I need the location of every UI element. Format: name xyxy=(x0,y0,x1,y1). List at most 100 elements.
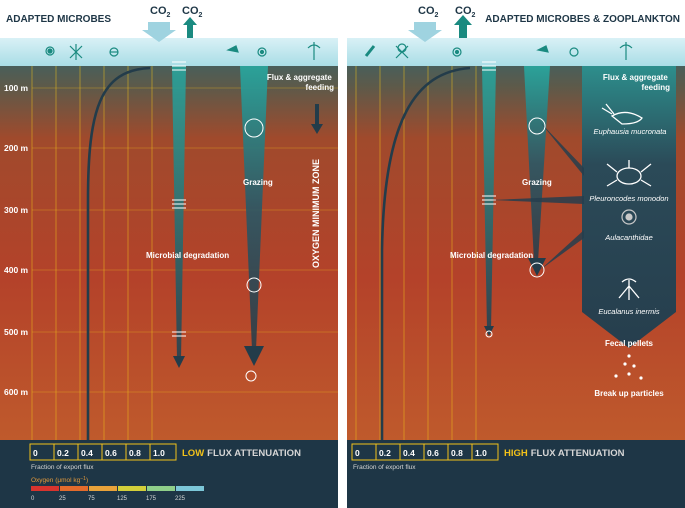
right-microbial-beam xyxy=(482,66,496,330)
species-label: Eucalanus inermis xyxy=(598,307,660,316)
left-co2-up-arrow xyxy=(183,17,197,38)
left-depth-labels: 100 m 200 m 300 m 400 m 500 m 600 m xyxy=(4,83,29,397)
depth-label: 300 m xyxy=(4,205,29,215)
oxygen-swatch xyxy=(89,486,117,491)
oxygen-swatch xyxy=(176,486,204,491)
right-surface-band xyxy=(347,38,685,66)
depth-label: 600 m xyxy=(4,387,29,397)
left-surface-band xyxy=(0,38,338,66)
right-feeding-wedges xyxy=(492,122,584,270)
right-microbial-label: Microbial degradation xyxy=(450,251,533,260)
left-flux-curve xyxy=(86,66,151,440)
depth-label: 100 m xyxy=(4,83,29,93)
depth-label: 500 m xyxy=(4,327,29,337)
left-microbial-label: Microbial degradation xyxy=(146,251,229,260)
flux-tick: 0.4 xyxy=(403,448,415,458)
oxygen-legend-values: 0 25 75 125 175 225 xyxy=(31,496,186,502)
right-flux-curve xyxy=(380,66,471,440)
right-flux-ticks: 0 0.2 0.4 0.6 0.8 1.0 xyxy=(355,448,487,458)
oxygen-value: 75 xyxy=(88,496,95,502)
flux-tick: 0 xyxy=(355,448,360,458)
left-microbial-arrowhead xyxy=(173,356,185,368)
flux-tick: 0.4 xyxy=(81,448,93,458)
species-label: Pleuroncodes monodon xyxy=(589,194,668,203)
right-flux-axis-box xyxy=(351,443,499,461)
left-flux-tick-dividers xyxy=(53,444,151,460)
flux-tick: 0.6 xyxy=(427,448,439,458)
oxygen-value: 0 xyxy=(31,496,35,502)
oxygen-value: 175 xyxy=(146,496,157,502)
left-down-arrow-head xyxy=(311,124,323,134)
left-omz-label: OXYGEN MINIMUM ZONE xyxy=(311,159,321,268)
copepod-icon xyxy=(618,278,640,300)
left-co2-label-1: CO2 xyxy=(150,5,171,19)
left-water-column xyxy=(0,38,338,440)
oxygen-legend-title: Oxygen (μmol kg−1) xyxy=(31,476,88,484)
crab-icon xyxy=(606,160,652,187)
left-co2-down-arrow xyxy=(142,22,176,42)
left-aggregates xyxy=(244,118,264,382)
oxygen-value: 225 xyxy=(175,496,186,502)
left-grazing-beam xyxy=(240,66,268,350)
species-label: Euphausia mucronata xyxy=(594,127,667,136)
oxygen-swatch xyxy=(118,486,146,491)
left-flux-axis-box xyxy=(29,443,177,461)
flux-tick: 0.8 xyxy=(451,448,463,458)
left-flux-ticks: 0 0.2 0.4 0.6 0.8 1.0 xyxy=(33,448,165,458)
right-co2-up-arrow xyxy=(454,15,472,38)
right-grazing-arrowhead xyxy=(528,258,546,276)
flux-tick: 0.6 xyxy=(105,448,117,458)
right-surface-organisms xyxy=(364,42,633,60)
right-co2-label-1: CO2 xyxy=(418,5,439,19)
oxygen-legend-swatches xyxy=(31,486,204,491)
right-grazing-label: Grazing xyxy=(522,178,552,187)
flux-tick: 0.2 xyxy=(57,448,69,458)
right-co2-down-arrow xyxy=(408,22,442,42)
left-surface-organisms xyxy=(45,42,321,60)
depth-label: 200 m xyxy=(4,143,29,153)
flux-tick: 0.2 xyxy=(379,448,391,458)
right-aggregates xyxy=(485,117,546,338)
left-grazing-label: Grazing xyxy=(243,178,273,187)
fecal-pellets-label: Fecal pellets xyxy=(605,339,654,348)
right-zooplankton-column xyxy=(582,66,676,348)
right-grazing-beam xyxy=(524,66,550,262)
left-panel-title: ADAPTED MICROBES xyxy=(6,14,111,25)
oxygen-swatch xyxy=(147,486,175,491)
panel-divider xyxy=(338,0,347,508)
oxygen-swatch xyxy=(60,486,88,491)
flux-tick: 0.8 xyxy=(129,448,141,458)
left-footer xyxy=(0,440,338,508)
right-co2-label-2: CO2 xyxy=(455,5,476,19)
left-fraction-label: Fraction of export flux xyxy=(31,464,94,471)
right-fraction-label: Fraction of export flux xyxy=(353,464,416,471)
break-up-label: Break up particles xyxy=(594,389,664,398)
radiolarian-icon xyxy=(621,209,637,225)
left-microbe-clusters xyxy=(172,61,186,337)
oxygen-swatch xyxy=(31,486,59,491)
species-label: Aulacanthidae xyxy=(604,233,653,242)
flux-tick: 1.0 xyxy=(475,448,487,458)
krill-icon xyxy=(601,103,643,125)
right-flux-feeding-label: Flux & aggregate feeding xyxy=(603,73,670,92)
oxygen-value: 125 xyxy=(117,496,128,502)
right-flux-tick-dividers xyxy=(375,444,473,460)
right-footer xyxy=(347,440,685,508)
right-panel: ADAPTED MICROBES & ZOOPLANKTON CO2 CO2 M… xyxy=(347,5,685,508)
left-co2-label-2: CO2 xyxy=(182,5,203,19)
pellet-dots xyxy=(614,354,643,380)
right-flux-grid xyxy=(355,66,477,440)
left-panel: ADAPTED MICROBES CO2 CO2 100 m 20 xyxy=(0,0,338,508)
flux-tick: 1.0 xyxy=(153,448,165,458)
left-flux-grid xyxy=(31,66,153,440)
left-flux-feeding-label: Flux & aggregate feeding xyxy=(267,73,334,92)
left-grazing-arrowhead xyxy=(244,346,264,366)
left-microbial-beam xyxy=(172,66,186,360)
depth-label: 400 m xyxy=(4,265,29,275)
flux-tick: 0 xyxy=(33,448,38,458)
right-panel-title: ADAPTED MICROBES & ZOOPLANKTON xyxy=(485,14,680,25)
oxygen-value: 25 xyxy=(59,496,66,502)
